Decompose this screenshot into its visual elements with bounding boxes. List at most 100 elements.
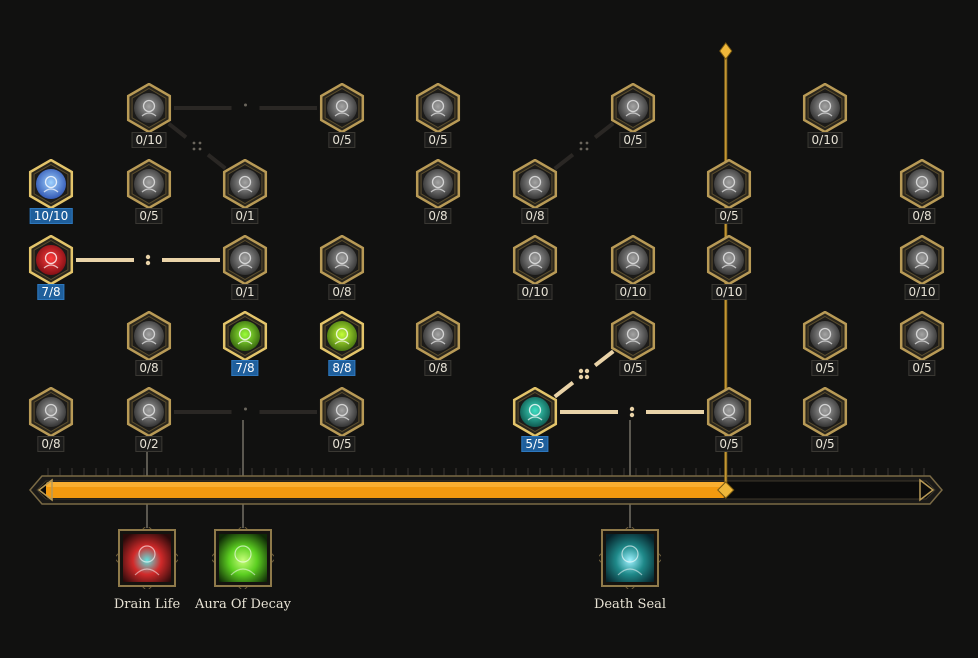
cloaked-figure-icon [802, 311, 848, 361]
connector-dot [584, 368, 590, 374]
connector-dot [244, 103, 247, 107]
passive-node[interactable]: 0/5 [317, 83, 367, 153]
rank-counter: 0/5 [328, 132, 356, 148]
passive-node[interactable]: 0/8 [26, 387, 76, 457]
aura-of-decay-icon [212, 527, 274, 589]
sunburst-icon [802, 83, 848, 133]
connector-dot [629, 406, 635, 412]
passive-node[interactable]: 0/8 [897, 159, 947, 229]
passive-node[interactable]: 0/5 [704, 387, 754, 457]
skill-node-s3[interactable]: Death Seal [594, 527, 666, 612]
rank-counter: 0/2 [135, 436, 163, 452]
passive-node[interactable]: 0/5 [608, 83, 658, 153]
passive-node[interactable]: 0/10 [124, 83, 174, 153]
rank-counter: 0/10 [904, 284, 940, 300]
passive-node[interactable]: 0/8 [413, 311, 463, 381]
passive-node[interactable]: 0/5 [704, 159, 754, 229]
passive-node[interactable]: 0/5 [800, 387, 850, 457]
passive-node[interactable]: 0/1 [220, 235, 270, 305]
tree-connector [206, 153, 227, 171]
passive-node[interactable]: 0/8 [510, 159, 560, 229]
skill-label: Death Seal [593, 597, 667, 612]
passive-node[interactable]: 0/5 [800, 311, 850, 381]
wraith-icon [28, 387, 74, 437]
connector-dot [578, 368, 584, 374]
swirl-orb-icon [706, 235, 752, 285]
green-skull-icon [319, 311, 365, 361]
connector-dot [585, 141, 589, 145]
skill-node-s1[interactable]: Drain Life [114, 527, 180, 612]
passive-node[interactable]: 0/10 [510, 235, 560, 305]
rank-counter: 0/8 [908, 208, 936, 224]
blood-claw-icon [28, 235, 74, 285]
rank-counter: 0/5 [715, 208, 743, 224]
connector-dot [198, 147, 202, 151]
rank-counter: 0/5 [135, 208, 163, 224]
passive-node[interactable]: 0/8 [317, 235, 367, 305]
skill-node-s2[interactable]: Aura Of Decay [195, 527, 291, 612]
passive-node[interactable]: 0/8 [413, 159, 463, 229]
connector-dot [198, 141, 202, 145]
tree-connector [553, 380, 575, 399]
rank-counter: 0/8 [37, 436, 65, 452]
tree-connector [593, 349, 615, 368]
skill-label: Drain Life [113, 597, 181, 612]
teal-slash-icon [512, 387, 558, 437]
hooded-figure-icon [222, 159, 268, 209]
rank-counter: 5/5 [521, 436, 549, 452]
rank-counter: 8/8 [328, 360, 356, 376]
rank-counter: 7/8 [231, 360, 259, 376]
rank-counter: 7/8 [37, 284, 65, 300]
connector-dot [244, 407, 247, 411]
tree-connector [167, 121, 188, 139]
hood-icon [126, 311, 172, 361]
connector-dot [145, 254, 151, 260]
passive-node[interactable]: 0/10 [800, 83, 850, 153]
passive-node[interactable]: 0/5 [608, 311, 658, 381]
connector-dot [578, 374, 584, 380]
passive-node[interactable]: 0/8 [124, 311, 174, 381]
skull-icon [802, 387, 848, 437]
passive-node[interactable]: 0/2 [124, 387, 174, 457]
passive-node[interactable]: 0/10 [897, 235, 947, 305]
rank-counter: 0/8 [328, 284, 356, 300]
passive-node[interactable]: 0/1 [220, 159, 270, 229]
rank-counter: 0/5 [424, 132, 452, 148]
death-seal-icon [599, 527, 661, 589]
rank-counter: 0/5 [908, 360, 936, 376]
rank-counter: 0/5 [328, 436, 356, 452]
passive-node[interactable]: 0/10 [608, 235, 658, 305]
passive-node[interactable]: 10/10 [26, 159, 76, 229]
reaper-icon [899, 159, 945, 209]
passive-node[interactable]: 0/5 [413, 83, 463, 153]
connector-dot [585, 147, 589, 151]
rune-icon [126, 159, 172, 209]
connector-dot [579, 147, 583, 151]
connector-dot [629, 412, 635, 418]
spear-thrust-icon [706, 387, 752, 437]
connector-dot [145, 260, 151, 266]
tree-connector [553, 152, 575, 171]
tree-connector [593, 121, 615, 140]
level-marker-bottom [717, 481, 735, 499]
level-marker-top [719, 42, 733, 60]
passive-node[interactable]: 8/8 [317, 311, 367, 381]
passive-node[interactable]: 0/5 [124, 159, 174, 229]
passive-node[interactable]: 5/5 [510, 387, 560, 457]
passive-node[interactable]: 7/8 [220, 311, 270, 381]
dagger-icon [706, 159, 752, 209]
flaming-skull-icon [610, 83, 656, 133]
rank-counter: 0/5 [619, 132, 647, 148]
passive-node[interactable]: 0/5 [897, 311, 947, 381]
dark-orb-icon [222, 235, 268, 285]
passive-node[interactable]: 0/5 [317, 387, 367, 457]
rank-counter: 0/10 [131, 132, 167, 148]
skill-label: Aura Of Decay [195, 597, 291, 612]
rank-counter: 0/1 [231, 284, 259, 300]
passive-node[interactable]: 7/8 [26, 235, 76, 305]
passive-node[interactable]: 0/10 [704, 235, 754, 305]
rank-counter: 10/10 [29, 208, 73, 224]
rank-counter: 0/8 [424, 360, 452, 376]
rank-counter: 0/5 [811, 360, 839, 376]
